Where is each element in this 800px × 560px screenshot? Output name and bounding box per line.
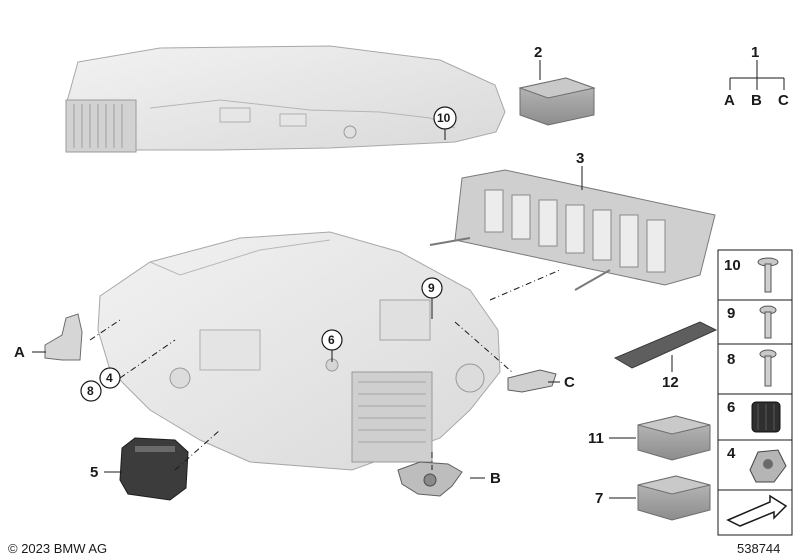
panel-label-8: 8 (727, 351, 735, 368)
panel-label-10: 10 (724, 257, 741, 274)
callout-3: 3 (576, 150, 584, 167)
knurled-nut-6-icon (751, 401, 781, 433)
headlight-rear-housing (65, 45, 506, 153)
callout-9: 9 (428, 281, 435, 295)
bracket-a (44, 313, 83, 361)
callout-6: 6 (328, 333, 335, 347)
callout-8: 8 (87, 384, 94, 398)
screw-9-icon (759, 305, 777, 339)
part-3-cover-frame (429, 169, 716, 291)
callout-9-ring (421, 277, 443, 299)
bracket-c (507, 369, 557, 393)
panel-label-9: 9 (727, 305, 735, 322)
callout-c: C (564, 374, 575, 391)
callout-5: 5 (90, 464, 98, 481)
part-11-box (637, 415, 711, 461)
headlight-main-housing (97, 231, 501, 471)
callout-7: 7 (595, 490, 603, 507)
callout-c-tree: C (778, 92, 789, 109)
part-5-control-unit (119, 437, 189, 501)
callout-2: 2 (534, 44, 542, 61)
callout-10: 10 (437, 111, 451, 125)
screw-10-icon (757, 257, 779, 293)
callout-b: B (490, 470, 501, 487)
callout-b-tree: B (751, 92, 762, 109)
callout-leaders (32, 60, 785, 499)
diagram-number: 538744 (737, 541, 781, 556)
callout-10-ring (433, 106, 457, 130)
adjuster-clip-4-icon (749, 449, 787, 483)
callout-12: 12 (662, 374, 679, 391)
callout-11: 11 (588, 430, 604, 447)
small-parts-panel (717, 249, 793, 536)
callout-a-tree: A (724, 92, 735, 109)
panel-label-4: 4 (727, 445, 736, 462)
screw-8-icon (759, 349, 777, 387)
arrow-symbol-icon (726, 494, 788, 527)
copyright-text: © 2023 BMW AG (8, 541, 108, 556)
callout-4: 4 (106, 371, 113, 385)
panel-label-6: 6 (727, 399, 735, 416)
callout-8-ring (80, 380, 102, 402)
callout-a: A (14, 344, 25, 361)
callout-4-ring (99, 367, 121, 389)
part-12-strip (613, 321, 718, 369)
part-2-box (518, 77, 596, 126)
part-7-box (637, 475, 711, 521)
bracket-b (397, 461, 463, 497)
callout-1: 1 (751, 44, 759, 61)
callout-6-ring (321, 329, 343, 351)
